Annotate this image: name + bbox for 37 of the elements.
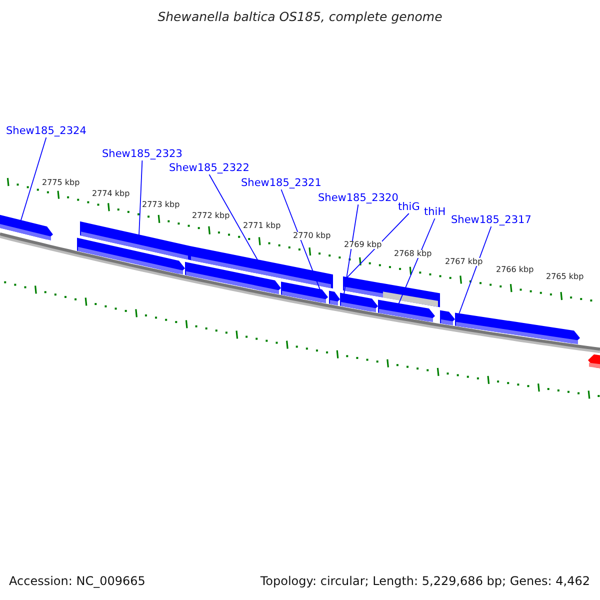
- leader-line: [208, 174, 258, 261]
- leader-line: [398, 218, 436, 304]
- gene-label: thiH: [424, 207, 446, 218]
- scale-label: 2772 kbp: [192, 212, 230, 220]
- scale-label: 2767 kbp: [445, 258, 483, 266]
- accession-text: Accession: NC_009665: [9, 575, 146, 587]
- scale-label: 2766 kbp: [496, 266, 534, 274]
- scale-label: 2765 kbp: [546, 273, 584, 281]
- gene-label: Shew185_2320: [318, 193, 398, 204]
- gene-label: thiG: [398, 202, 420, 212]
- scale-label: 2769 kbp: [344, 241, 382, 249]
- leader-line: [138, 160, 143, 236]
- scale-label: 2773 kbp: [142, 201, 180, 209]
- gene-label: Shew185_2321: [241, 178, 322, 188]
- scale-label: 2770 kbp: [293, 232, 331, 240]
- gene-label: Shew185_2317: [451, 215, 532, 226]
- gene-feature-shape: [378, 300, 435, 322]
- gene-feature-shape: [455, 312, 580, 344]
- gene-feature-shape: [588, 354, 600, 370]
- scale-label: 2771 kbp: [243, 222, 281, 230]
- gene-label: Shew185_2324: [6, 126, 86, 136]
- leader-line: [458, 226, 492, 314]
- gene-feature-shape: [440, 310, 455, 326]
- scale-label: 2775 kbp: [42, 179, 80, 187]
- gene-feature-shape: [80, 221, 190, 260]
- scale-label: 2774 kbp: [92, 190, 130, 198]
- leader-line: [344, 204, 359, 295]
- leader-line: [280, 189, 320, 290]
- gene-label: Shew185_2322: [169, 163, 250, 174]
- gene-feature-shape: [329, 290, 340, 306]
- genome-info-text: Topology: circular; Length: 5,229,686 bp; Genes: 4,462: [260, 575, 590, 587]
- chart-title: Shewanella baltica OS185, complete genome: [156, 11, 444, 24]
- leader-line: [346, 213, 410, 278]
- gene-feature-shape: [0, 214, 53, 240]
- gene-label: Shew185_2323: [102, 149, 182, 160]
- scale-label: 2768 kbp: [394, 250, 432, 258]
- leader-line: [20, 137, 47, 222]
